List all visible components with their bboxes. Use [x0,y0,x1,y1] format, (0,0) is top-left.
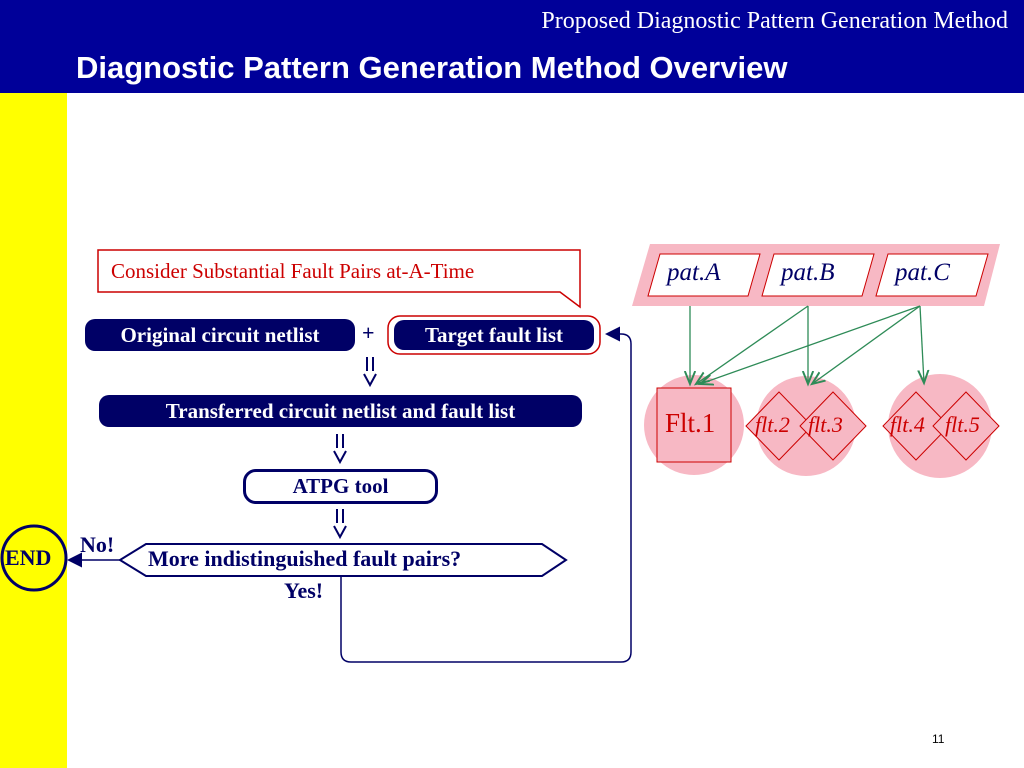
flt1-label: Flt.1 [665,408,716,438]
decision-text: More indistinguished fault pairs? [148,546,462,571]
pattern-arrows [690,305,924,384]
end-circle [0,524,68,592]
flt2-diamond [745,391,813,461]
flt3-label: flt.3 [808,412,843,437]
header-bar: Proposed Diagnostic Pattern Generation M… [0,0,1024,93]
loop-back-line [340,326,632,663]
slide-title: Diagnostic Pattern Generation Method Ove… [76,50,788,85]
callout-text: Consider Substantial Fault Pairs at-A-Ti… [111,259,475,283]
flow-down-arrows [333,357,377,540]
left-sidebar [0,93,67,768]
pattern-b-label: pat.B [781,259,835,286]
target-fault-highlight [387,315,601,355]
pattern-b-box [761,253,875,297]
no-label: No! [80,532,115,557]
end-label: END [5,545,52,570]
pattern-a-label: pat.A [667,259,721,286]
callout-box [97,249,581,309]
pattern-c-label: pat.C [895,259,950,286]
section-subtitle: Proposed Diagnostic Pattern Generation M… [541,8,1008,34]
target-fault-list-node: Target fault list [394,320,594,350]
pattern-a-box [647,253,761,297]
flt5-label: flt.5 [945,412,980,437]
plus-sign: + [362,320,375,345]
flt2-label: flt.2 [755,412,790,437]
transferred-netlist-node: Transferred circuit netlist and fault li… [99,395,582,427]
pattern-c-box [875,253,989,297]
page-number: 11 [932,732,945,746]
flt4-diamond [882,391,950,461]
atpg-tool-node: ATPG tool [243,469,438,504]
flt3-diamond [799,391,867,461]
yes-label: Yes! [284,578,324,603]
flt1-box [656,387,732,463]
flt4-label: flt.4 [890,412,925,437]
flt5-diamond [932,391,1000,461]
original-netlist-node: Original circuit netlist [85,319,355,351]
